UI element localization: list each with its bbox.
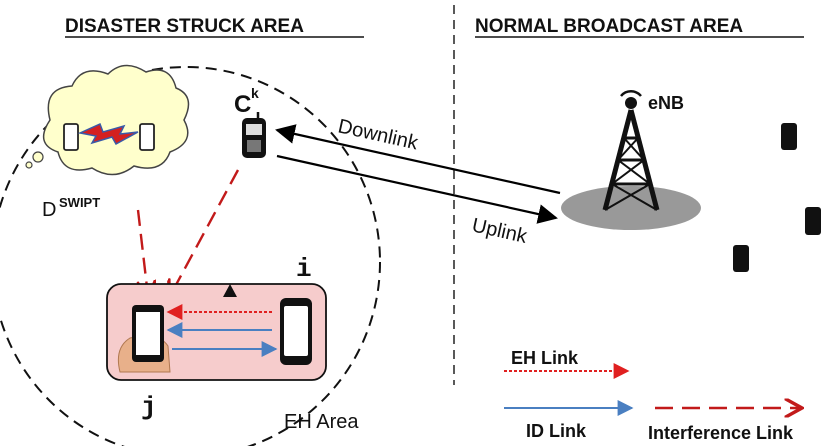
phone-icon bbox=[63, 123, 79, 151]
user-device-icon bbox=[781, 123, 797, 150]
eh-area-label: EH Area bbox=[284, 411, 359, 433]
cell-phone-icon bbox=[242, 112, 266, 158]
enb-ground bbox=[561, 186, 701, 230]
phone-icon bbox=[139, 123, 155, 151]
ck-superscript: k bbox=[251, 85, 259, 101]
lightning-bolt-icon bbox=[77, 122, 139, 146]
header-disaster-area: DISASTER STRUCK AREA bbox=[65, 16, 304, 37]
legend: EH Link ID Link Interference Link bbox=[504, 348, 800, 443]
downlink-label: Downlink bbox=[336, 115, 421, 154]
smartphone-icon bbox=[280, 298, 312, 365]
user-device-icon bbox=[805, 207, 821, 235]
node-j-label: j bbox=[141, 392, 157, 422]
user-device-icon bbox=[733, 245, 749, 272]
dswipt-label: D bbox=[42, 199, 56, 221]
pair-triangle-marker bbox=[223, 284, 237, 297]
legend-id-link-label: ID Link bbox=[526, 421, 587, 441]
dswipt-cloud bbox=[25, 64, 190, 176]
enb-label: eNB bbox=[648, 93, 684, 113]
downlink-arrow bbox=[275, 124, 561, 195]
uplink-label: Uplink bbox=[470, 214, 530, 248]
legend-eh-link-label: EH Link bbox=[511, 348, 579, 368]
legend-interference-link-label: Interference Link bbox=[648, 423, 794, 443]
uplink-arrow bbox=[276, 154, 558, 224]
node-i-label: i bbox=[296, 254, 312, 284]
interference-arrow-dswipt bbox=[138, 209, 148, 296]
header-normal-area: NORMAL BROADCAST AREA bbox=[475, 16, 743, 37]
interference-arrow-ck bbox=[170, 169, 240, 296]
eh-area-circle bbox=[0, 66, 381, 446]
ck-label: C bbox=[234, 91, 251, 118]
enb-tower-icon bbox=[561, 90, 701, 230]
dswipt-superscript: SWIPT bbox=[59, 195, 100, 210]
hand-held-phone-icon bbox=[117, 305, 171, 373]
